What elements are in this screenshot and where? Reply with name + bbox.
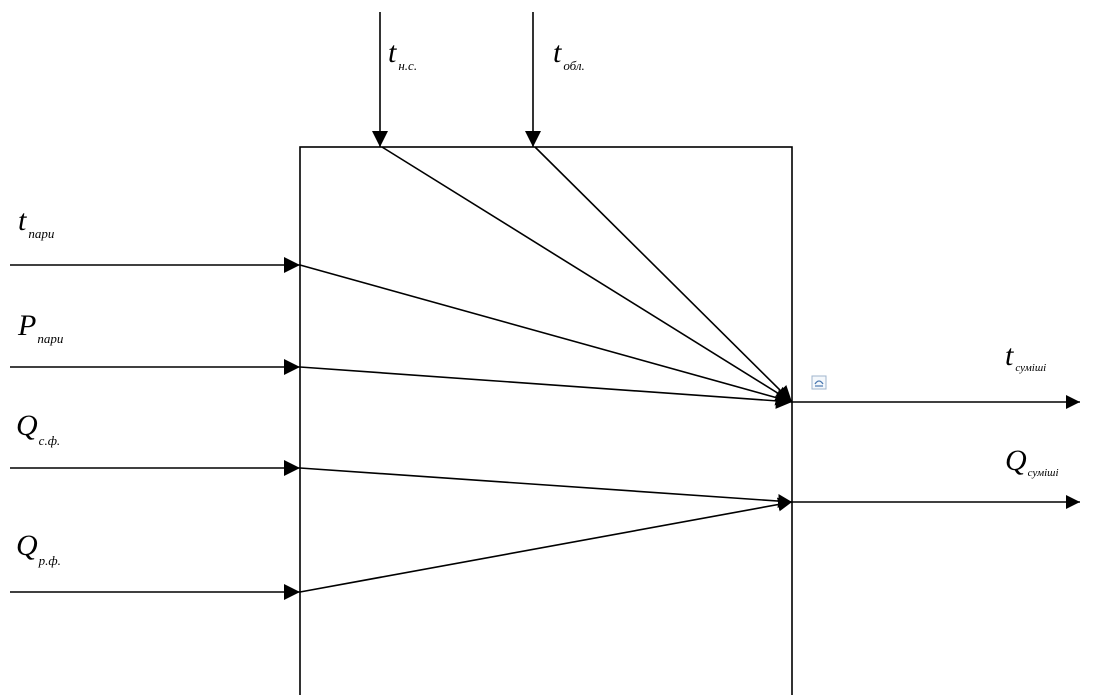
- link-q-rf-to-q-out: [299, 497, 793, 593]
- label-q-sf: Qс.ф.: [16, 409, 60, 448]
- label-q-rf: Qр.ф.: [16, 529, 61, 568]
- process-block: [299, 146, 793, 695]
- link-q-sf-to-q-out: [299, 467, 793, 509]
- link-p-pary-to-t-out: [299, 366, 793, 409]
- word-anchor-icon: [811, 375, 827, 390]
- label-p-pary: Pпари: [17, 309, 64, 346]
- link-t-pary-to-t-out: [299, 264, 793, 406]
- link-t-obl-to-t-out: [534, 146, 793, 403]
- label-q-sumishi: Qсуміші: [1005, 444, 1059, 479]
- link-t-nc-to-t-out: [381, 146, 793, 403]
